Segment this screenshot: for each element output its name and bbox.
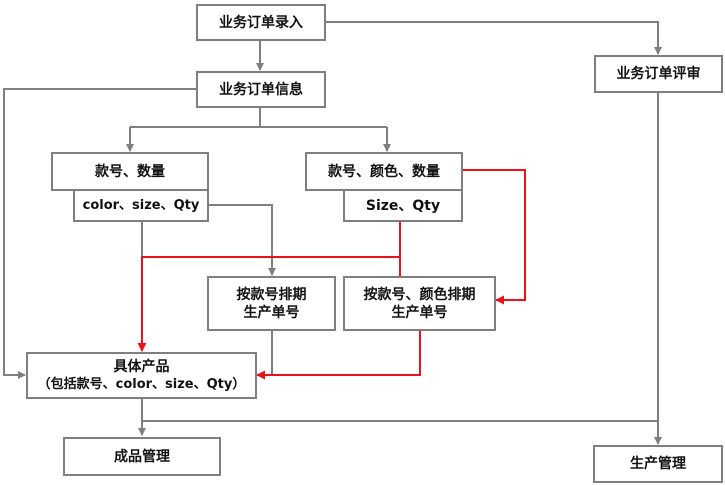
style-qty-label: 款号、数量 — [95, 163, 165, 180]
style-qty-box: 款号、数量 — [51, 152, 209, 191]
style-qty-sub-box: color、size、Qty — [73, 189, 209, 222]
finished-goods-label: 成品管理 — [114, 448, 170, 465]
connector-info-product — [3, 88, 196, 379]
order-review-box: 业务订单评审 — [594, 55, 723, 93]
order-entry-box: 业务订单录入 — [196, 4, 326, 41]
red-connector-stylecolor-schedule — [462, 169, 526, 305]
production-label: 生产管理 — [630, 456, 686, 472]
schedule-by-style-line1: 按款号排期 — [236, 286, 307, 303]
style-color-qty-sub-label: Size、Qty — [365, 197, 441, 214]
order-info-label: 业务订单信息 — [219, 81, 303, 98]
schedule-by-style-color-line2: 生产单号 — [391, 304, 448, 321]
product-title: 具体产品 — [113, 358, 170, 375]
product-detail: （包括款号、color、size、Qty） — [37, 376, 246, 392]
connector-entry-review — [325, 21, 662, 55]
style-qty-sub-label: color、size、Qty — [82, 197, 200, 213]
product-box: 具体产品 （包括款号、color、size、Qty） — [26, 352, 257, 399]
connector-color-schedule — [208, 204, 276, 276]
order-info-box: 业务订单信息 — [196, 71, 326, 108]
red-connector-schedule-product — [256, 330, 421, 380]
style-color-qty-sub-box: Size、Qty — [343, 189, 463, 222]
order-entry-label: 业务订单录入 — [219, 14, 303, 31]
production-box: 生产管理 — [593, 445, 723, 483]
schedule-by-style-line2: 生产单号 — [243, 304, 300, 321]
finished-goods-box: 成品管理 — [63, 437, 221, 476]
schedule-by-style-color-box: 按款号、颜色排期 生产单号 — [343, 276, 496, 331]
style-color-qty-box: 款号、颜色、数量 — [305, 152, 463, 191]
schedule-by-style-color-line1: 按款号、颜色排期 — [363, 286, 476, 303]
style-color-qty-label: 款号、颜色、数量 — [328, 163, 440, 180]
order-review-label: 业务订单评审 — [616, 66, 701, 82]
schedule-by-style-box: 按款号排期 生产单号 — [207, 276, 336, 331]
